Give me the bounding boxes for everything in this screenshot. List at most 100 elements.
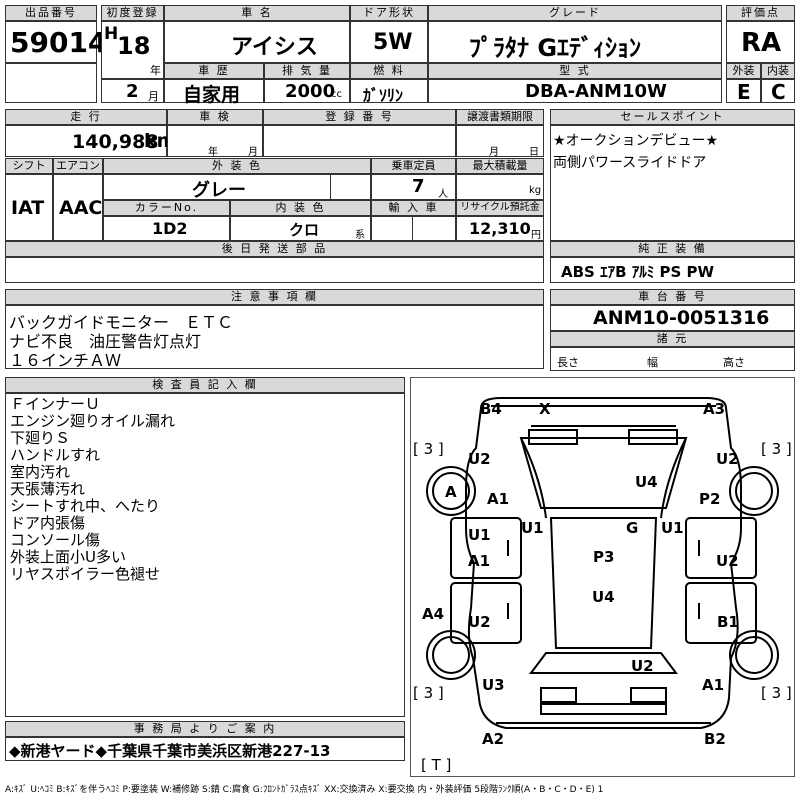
inspector-line: シートすれ中、へたり <box>10 497 161 515</box>
history-box: 自家用 <box>164 79 264 106</box>
map-label-u4-mid: U4 <box>592 588 615 606</box>
displacement-unit: cc <box>331 89 342 100</box>
map-label-u1-lf: U1 <box>468 526 491 544</box>
map-label-b4: B4 <box>480 400 502 418</box>
map-label-p2: P2 <box>699 490 721 508</box>
inspector-line: コンソール傷 <box>10 531 101 549</box>
inspector-line: ＦインナーＵ <box>10 395 101 413</box>
map-label-b2: B2 <box>704 730 726 748</box>
map-bracket-rr: [ 3 ] <box>761 684 792 702</box>
sales-label: セールスポイント <box>550 109 795 125</box>
caution-box: バックガイドモニター ＥＴＣ ナビ不良 油圧警告灯点灯 １６インチＡＷ <box>5 305 544 370</box>
map-label-a1-l: A1 <box>487 490 510 508</box>
damage-map: B4 X A3 [ 3 ] [ 3 ] U2 U2 A U4 A1 P2 U1 … <box>410 377 795 777</box>
colorno-value: 1D2 <box>152 219 188 238</box>
inspection-month-unit: 月 <box>248 147 258 158</box>
inspector-line: 天張薄汚れ <box>10 480 86 498</box>
sales-line-1: ★オークションデビュー★ <box>553 133 719 149</box>
capacity-label: 乗車定員 <box>371 158 456 174</box>
map-bracket-fr: [ 3 ] <box>761 440 792 458</box>
equip-box: ABS ｴｱB ｱﾙﾐ PS PW <box>550 257 795 283</box>
ac-value: AAC <box>59 197 103 219</box>
color-label: 外 装 色 <box>103 158 371 174</box>
interior-value: C <box>771 80 786 104</box>
interior-label: 内装 <box>761 63 795 79</box>
inspector-line: ハンドルすれ <box>10 446 101 464</box>
dims-label: 諸 元 <box>550 331 795 347</box>
map-label-a1-r: A1 <box>702 676 725 694</box>
fuel-value: ｶﾞｿﾘﾝ <box>363 86 404 105</box>
later-parts-box <box>5 257 544 283</box>
capacity-value: 7 <box>412 176 425 197</box>
inspector-line: リヤスポイラー色褪せ <box>10 565 161 583</box>
map-label-u2-fr: U2 <box>716 450 739 468</box>
exterior-box: E <box>726 79 761 104</box>
import-label: 輸 入 車 <box>371 200 456 216</box>
displacement-box: 2000 cc <box>264 79 350 103</box>
first-reg-year: 18 <box>117 32 151 60</box>
regno-box <box>263 125 456 157</box>
capacity-box: 7 人 <box>371 174 456 200</box>
map-bracket-t: [ T ] <box>421 756 452 774</box>
recycle-box: 12,310 円 <box>456 216 544 241</box>
capacity-unit: 人 <box>438 189 448 200</box>
caution-line-1: バックガイドモニター ＥＴＣ <box>9 313 234 332</box>
map-label-x: X <box>539 400 551 418</box>
color-divider <box>330 175 331 199</box>
map-label-u4-top: U4 <box>635 473 658 491</box>
colorno-label: カラーNo. <box>103 200 230 216</box>
load-box: kg <box>456 174 544 200</box>
load-label: 最大積載量 <box>456 158 544 174</box>
map-label-a2: A2 <box>482 730 505 748</box>
score-value: RA <box>741 28 782 58</box>
recycle-value: 12,310 <box>469 219 531 238</box>
length-label: 長さ <box>557 356 579 369</box>
ac-box: AAC <box>53 174 103 241</box>
first-reg-month-box: 2 月 <box>101 79 164 103</box>
sales-line-2: 両側パワースライドドア <box>553 155 707 171</box>
inspector-line: ドア内張傷 <box>10 514 86 532</box>
car-diagram <box>426 397 779 729</box>
import-box <box>371 216 456 241</box>
map-bracket-fl: [ 3 ] <box>413 440 444 458</box>
office-text: ◆新港ヤード◆千葉県千葉市美浜区新港227-13 <box>9 742 331 760</box>
chassis-label: 車 台 番 号 <box>550 289 795 305</box>
door-box: 5W <box>350 21 428 63</box>
inspector-label: 検 査 員 記 入 欄 <box>5 377 405 393</box>
map-label-g: G <box>626 519 639 537</box>
model-box: DBA-ANM10W <box>428 79 722 103</box>
int-color-unit: 系 <box>355 230 365 241</box>
import-divider <box>412 217 413 240</box>
caution-line-2: ナビ不良 油圧警告灯点灯 <box>9 332 202 351</box>
color-box: グレー <box>103 174 371 201</box>
inspector-line: 外装上面小U多い <box>10 548 126 566</box>
lot-value: 59014 <box>5 21 107 63</box>
office-box: ◆新港ヤード◆千葉県千葉市美浜区新港227-13 <box>5 737 405 761</box>
first-reg-era: H <box>104 24 119 44</box>
int-color-value: クロ <box>289 221 320 239</box>
car-name-label: 車 名 <box>164 5 350 21</box>
mileage-label: 走 行 <box>5 109 167 125</box>
width-label: 幅 <box>647 356 658 369</box>
score-label: 評価点 <box>726 5 795 21</box>
inspector-lines: ＦインナーＵ エンジン廻りオイル漏れ 下廻りＳ ハンドルすれ 室内汚れ 天張薄汚… <box>10 396 175 583</box>
recycle-label: リサイクル預託金 <box>456 200 544 216</box>
displacement-label: 排 気 量 <box>264 63 350 79</box>
door-label: ドア形状 <box>350 5 428 21</box>
mileage-box: 140,988 km <box>5 125 176 157</box>
map-label-u2-rear: U2 <box>631 657 654 675</box>
door-value: 5W <box>373 30 413 55</box>
map-label-u2-l3: U2 <box>468 613 491 631</box>
inspector-box: ＦインナーＵ エンジン廻りオイル漏れ 下廻りＳ ハンドルすれ 室内汚れ 天張薄汚… <box>5 393 405 717</box>
inspector-line: 下廻りＳ <box>10 429 71 447</box>
ac-label: エアコン <box>53 158 103 174</box>
first-reg-month: 2 <box>126 81 139 102</box>
caution-line-3: １６インチＡＷ <box>9 351 122 370</box>
height-label: 高さ <box>723 356 745 369</box>
color-value: グレー <box>192 180 246 201</box>
lot-blank <box>5 63 97 103</box>
chassis-box: ANM10-0051316 <box>550 305 795 331</box>
grade-box: ﾌﾟﾗﾀﾅ Gｴﾃﾞｨｼｮﾝ <box>428 21 722 63</box>
grade-label: グレード <box>428 5 722 21</box>
int-color-label: 内 装 色 <box>230 200 371 216</box>
